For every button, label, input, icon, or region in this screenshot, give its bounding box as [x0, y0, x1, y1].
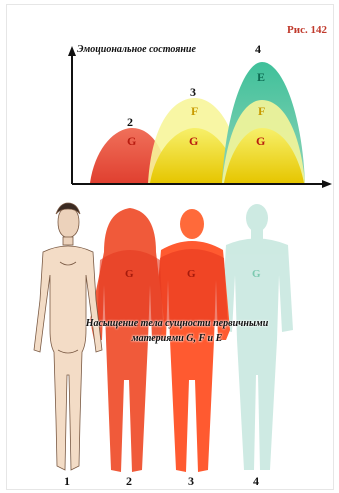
bump-2-letter-g: G	[127, 134, 136, 149]
body-3-letter-g: G	[187, 268, 196, 280]
bump-3-letter-f: F	[191, 104, 198, 119]
figure-number-1: 1	[64, 474, 70, 489]
peak-number-3: 3	[190, 85, 196, 100]
body-2-letter-g: G	[125, 268, 134, 280]
y-axis-arrow	[68, 46, 76, 56]
bump-4-letter-e: E	[257, 70, 265, 85]
x-axis-arrow	[322, 180, 332, 188]
bump-4-letter-f: F	[258, 104, 265, 119]
figure-number-2: 2	[126, 474, 132, 489]
figure-number-4: 4	[253, 474, 259, 489]
peak-number-2: 2	[127, 115, 133, 130]
figure-number-3: 3	[188, 474, 194, 489]
bump-4-letter-g: G	[256, 134, 265, 149]
peak-number-4: 4	[255, 42, 261, 57]
saturation-caption: Насыщение тела сущности первичными матер…	[72, 316, 282, 346]
body-4-letter-g: G	[252, 268, 261, 280]
chart-title: Эмоциональное состояние	[77, 44, 196, 55]
bump-3-letter-g: G	[189, 134, 198, 149]
